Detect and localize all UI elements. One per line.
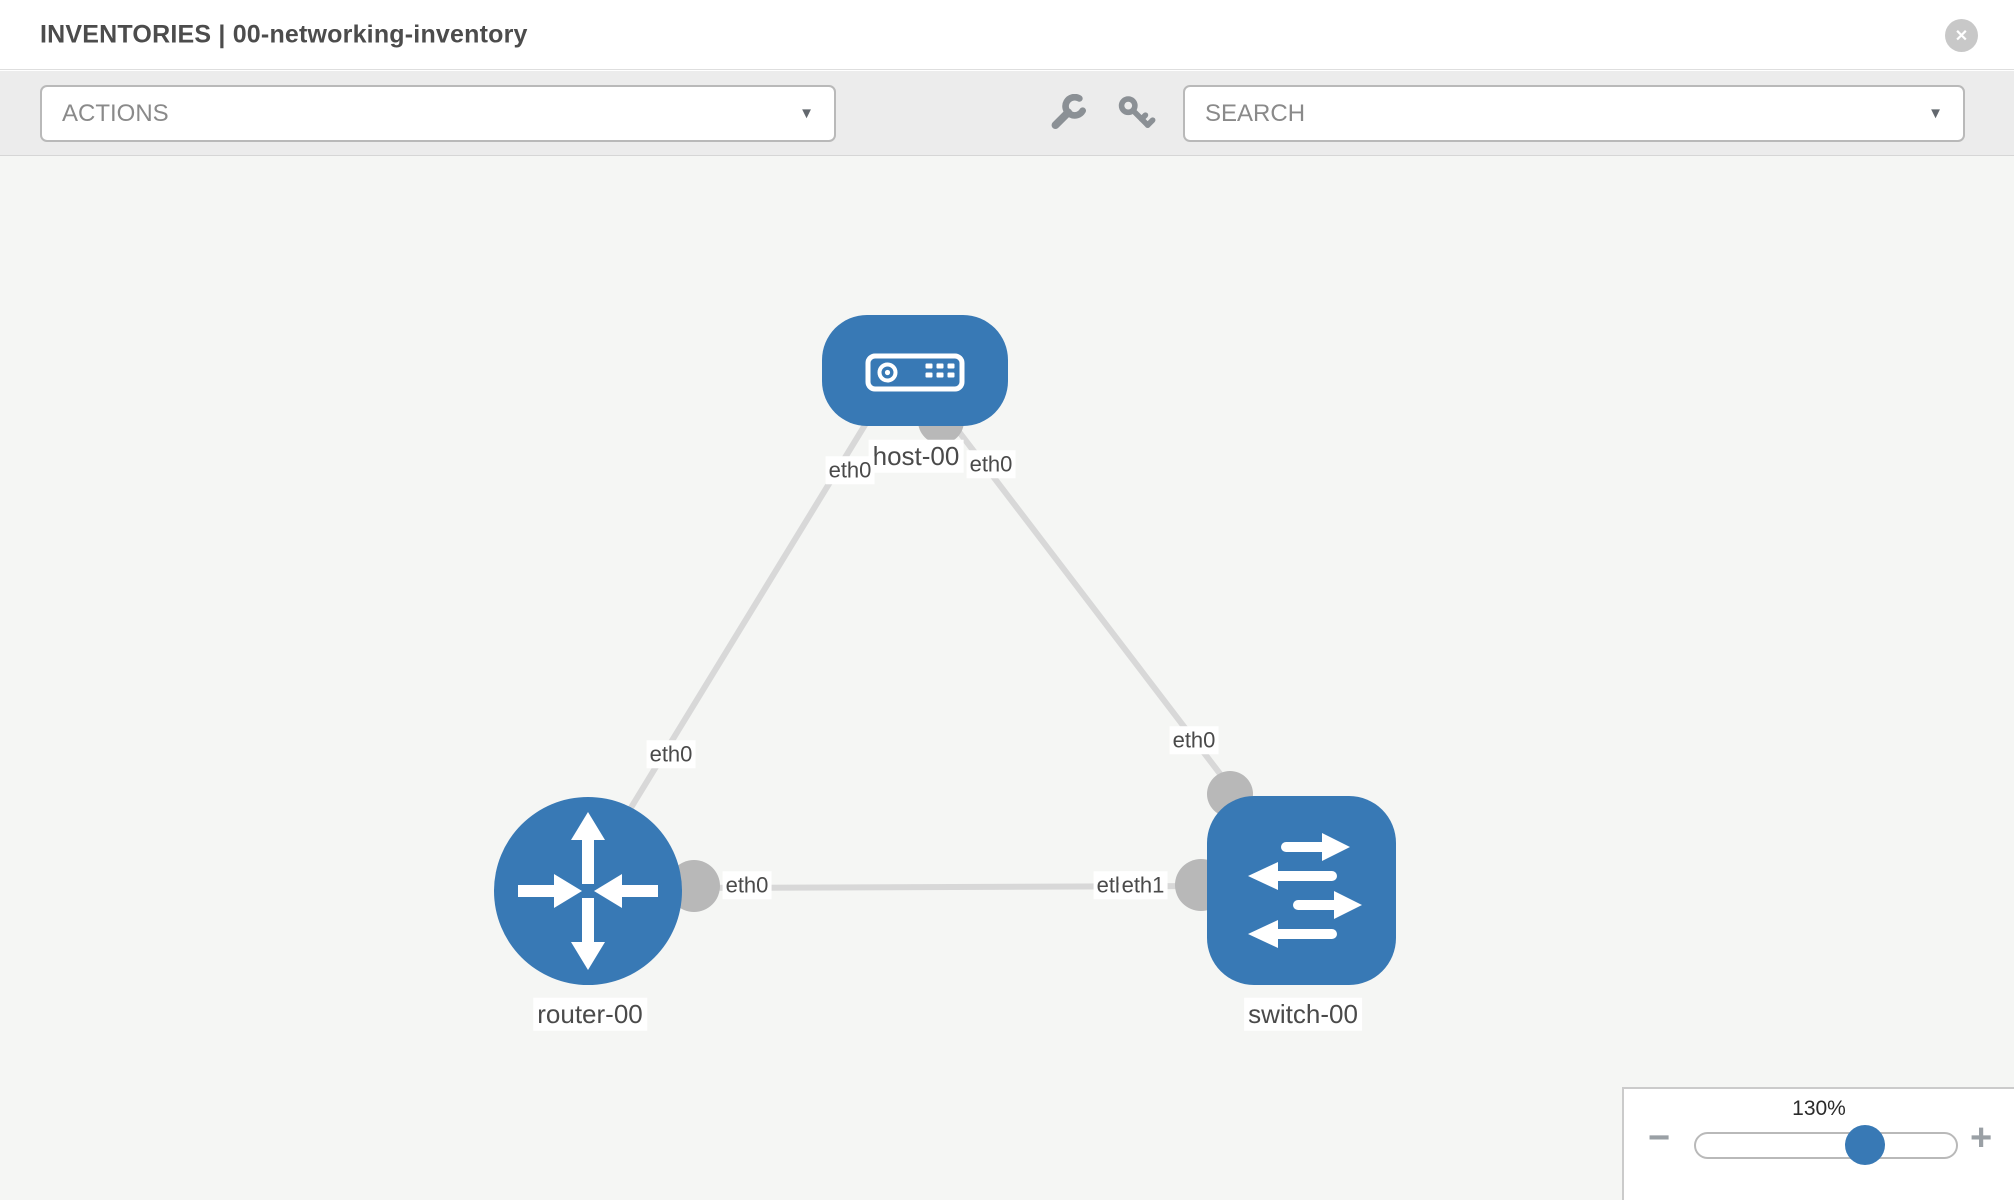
zoom-slider-handle[interactable] [1845,1125,1885,1165]
interface-label-router-eth0-top: eth0 [646,740,696,768]
topology-canvas[interactable] [0,156,2014,1200]
zoom-control-panel: 130% − + [1622,1087,2014,1200]
search-dropdown[interactable]: SEARCH ▼ [1183,85,1965,142]
page-title: INVENTORIES | 00-networking-inventory [40,20,528,48]
caret-down-icon: ▼ [1928,105,1943,122]
actions-dropdown[interactable]: ACTIONS ▼ [40,85,836,142]
node-router-00[interactable] [494,797,682,985]
node-host-00[interactable] [822,315,1008,426]
key-icon [1118,96,1156,128]
toolbar: ACTIONS ▼ SEARCH ▼ [0,71,2014,156]
interface-label-switch-eth1: eth1 [1118,871,1168,899]
wrench-icon [1051,94,1086,129]
node-label-switch: switch-00 [1244,997,1362,1031]
topology-graph [494,315,1396,985]
caret-down-icon: ▼ [799,105,814,122]
node-label-host: host-00 [868,439,964,473]
server-icon [865,353,965,392]
interface-label-host-eth0-left: eth0 [825,456,875,484]
configure-button[interactable] [1046,92,1090,136]
zoom-slider[interactable] [1694,1125,1958,1165]
node-switch-00[interactable] [1207,796,1396,985]
actions-dropdown-label: ACTIONS [62,99,169,127]
interface-label-host-eth0-right: eth0 [966,450,1016,478]
zoom-in-button[interactable]: + [1970,1119,1992,1157]
interface-label-router-eth0-right: eth0 [722,871,772,899]
key-button[interactable] [1116,92,1160,136]
link-host-router[interactable] [607,418,871,844]
switch-arrows-icon [1248,833,1362,948]
plus-icon: + [1970,1117,1993,1159]
topology-links [607,418,1243,891]
interface-label-switch-eth0-top: eth0 [1169,726,1219,754]
zoom-level-value: 130% [1792,1097,1846,1120]
minus-icon: − [1648,1117,1671,1159]
close-button[interactable]: ✕ [1945,19,1978,52]
interface-connectors [668,398,1253,912]
zoom-out-button[interactable]: − [1648,1119,1670,1157]
header-bar: INVENTORIES | 00-networking-inventory ✕ [0,0,2014,70]
node-label-router: router-00 [533,997,647,1031]
close-icon: ✕ [1954,27,1969,45]
search-dropdown-label: SEARCH [1205,99,1306,127]
crossed-arrows-icon [518,812,658,970]
